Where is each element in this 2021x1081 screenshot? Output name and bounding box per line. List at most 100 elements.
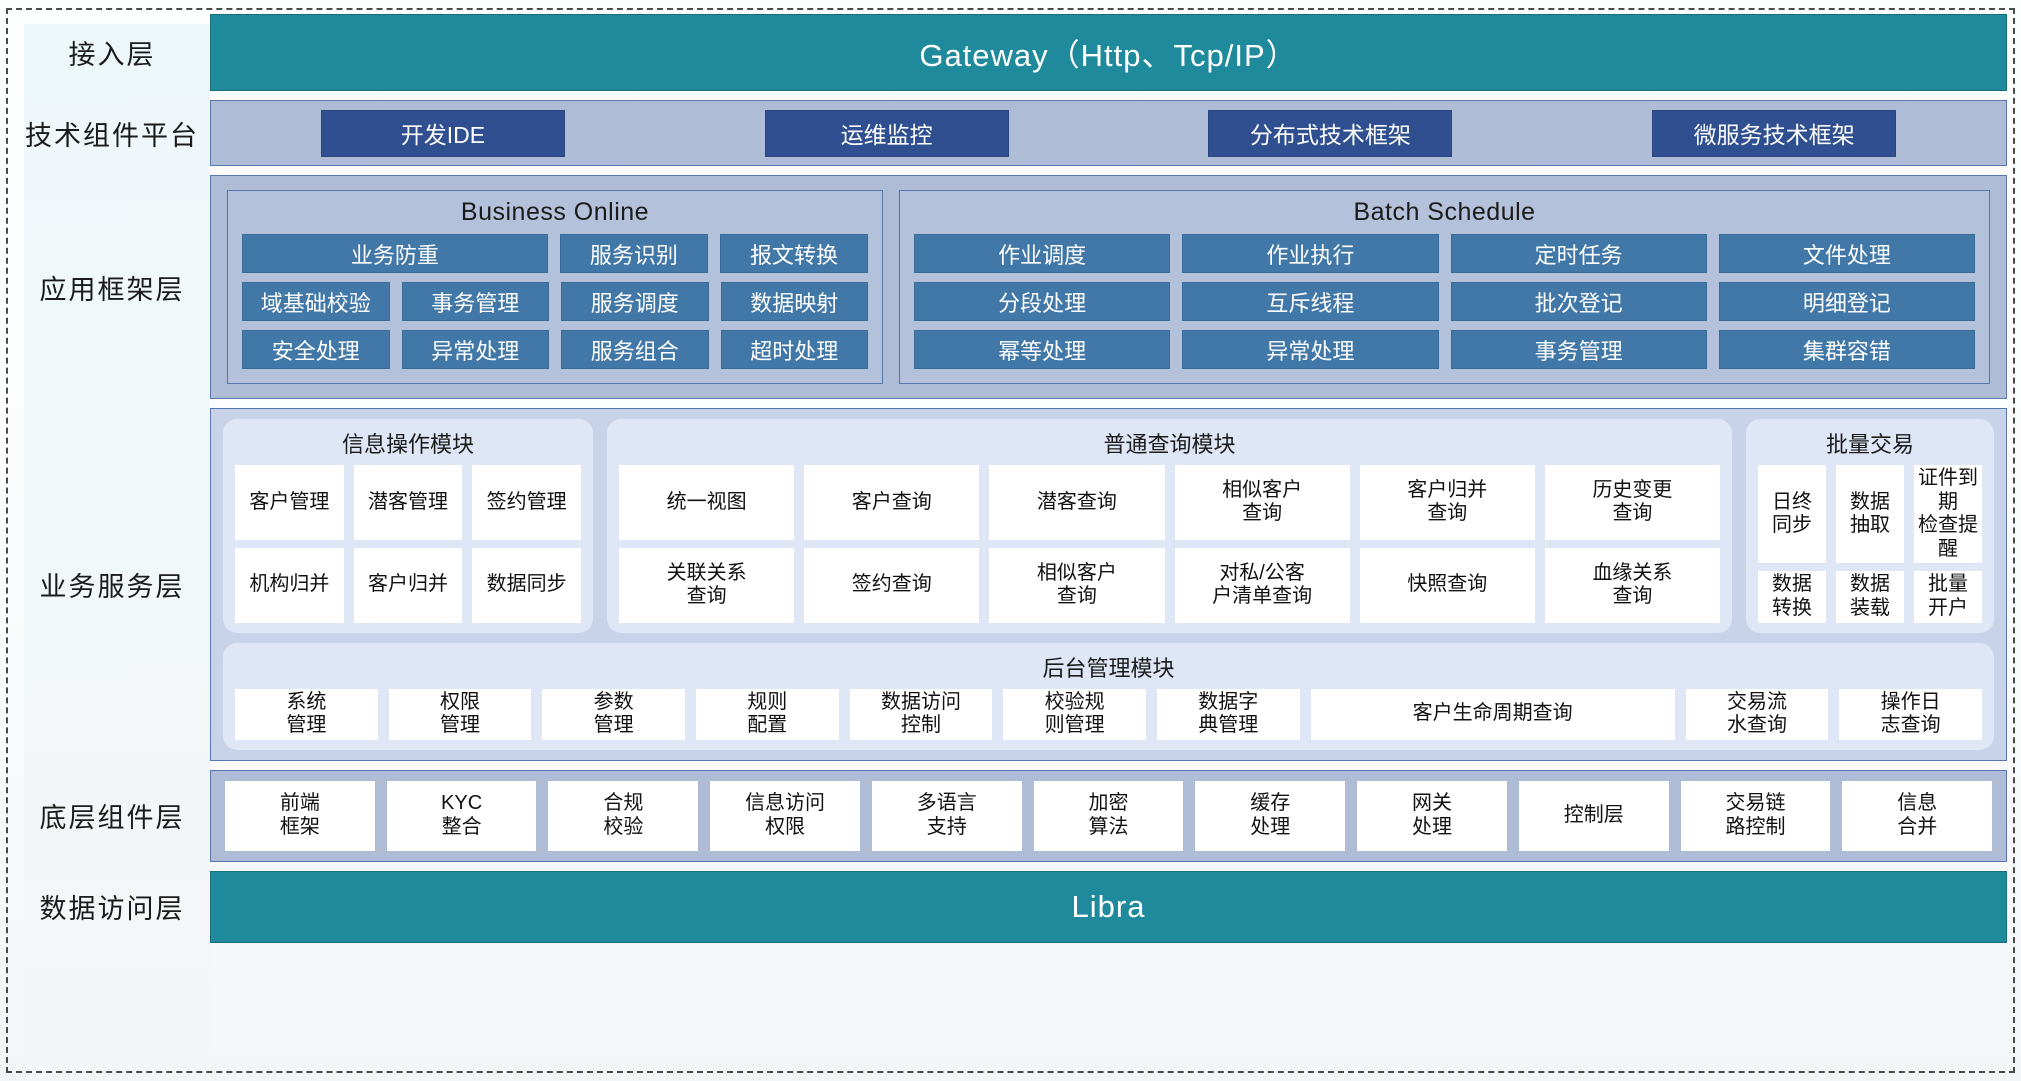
- module-title-info-operation: 信息操作模块: [341, 432, 474, 457]
- cell-customer-merge[interactable]: 客户归并: [353, 547, 463, 623]
- layer-body-business-service: 信息操作模块 客户管理 潜客管理 签约管理 机构归并: [210, 408, 2007, 761]
- backend-admin-grid: 系统管理 权限管理 参数管理 规则配置 数据访问控制 校验规则管理 数据字典管理…: [235, 688, 1982, 740]
- cell-timeout-processing[interactable]: 超时处理: [720, 330, 868, 369]
- cell-transaction-chain-control[interactable]: 交易链路控制: [1680, 780, 1831, 851]
- cell-service-composition[interactable]: 服务组合: [561, 330, 709, 369]
- cell-mutex-thread[interactable]: 互斥线程: [1182, 282, 1439, 321]
- cell-prospect-management[interactable]: 潜客管理: [353, 465, 463, 540]
- layer-rows: 接入层 Gateway（Http、Tcp/IP） 技术组件平台 开发IDE 运维…: [14, 14, 2007, 1067]
- cell-data-dictionary-management[interactable]: 数据字典管理: [1156, 688, 1300, 740]
- cell-segment-processing[interactable]: 分段处理: [914, 282, 1171, 321]
- cell-service-identify[interactable]: 服务识别: [559, 234, 708, 273]
- cell-job-execution[interactable]: 作业执行: [1182, 234, 1439, 273]
- cell-certificate-expiry-reminder[interactable]: 证件到期检查提醒: [1914, 465, 1982, 564]
- cell-transaction-journal-query[interactable]: 交易流水查询: [1685, 688, 1829, 740]
- cell-batch-transaction-management[interactable]: 事务管理: [1450, 330, 1707, 369]
- layer-row-business-service: 业务服务层 信息操作模块 客户管理 潜客管理: [14, 408, 2007, 761]
- layer-body-access: Gateway（Http、Tcp/IP）: [210, 14, 2007, 91]
- cell-contract-query[interactable]: 签约查询: [804, 547, 980, 623]
- cell-exception-processing[interactable]: 异常处理: [401, 330, 549, 369]
- tech-item-microservice-framework[interactable]: 微服务技术框架: [1652, 109, 1897, 157]
- cell-permission-management[interactable]: 权限管理: [388, 688, 532, 740]
- batch-schedule-row-2: 分段处理 互斥线程 批次登记 明细登记: [914, 282, 1975, 321]
- spacer: [14, 761, 2007, 770]
- tech-item-ide[interactable]: 开发IDE: [320, 109, 565, 157]
- layer-body-app-framework: Business Online 业务防重 服务识别 报文转换 域基础校验 事务管…: [210, 175, 2007, 399]
- cell-multilanguage-support[interactable]: 多语言支持: [871, 780, 1022, 851]
- gateway-bar[interactable]: Gateway（Http、Tcp/IP）: [210, 14, 2007, 91]
- cell-customer-management[interactable]: 客户管理: [235, 465, 344, 540]
- cell-security-processing[interactable]: 安全处理: [242, 330, 390, 369]
- spacer: [14, 399, 2007, 408]
- cell-data-sync[interactable]: 数据同步: [472, 547, 582, 623]
- cell-detail-registration[interactable]: 明细登记: [1718, 282, 1975, 321]
- cell-validation-rule-management[interactable]: 校验规则管理: [1003, 688, 1146, 740]
- cell-cluster-fault-tolerance[interactable]: 集群容错: [1718, 330, 1975, 369]
- layer-body-tech-platform: 开发IDE 运维监控 分布式技术框架 微服务技术框架: [210, 100, 2007, 166]
- cell-idempotent-processing[interactable]: 幂等处理: [914, 330, 1171, 369]
- batch-schedule-row-3: 幂等处理 异常处理 事务管理 集群容错: [914, 330, 1975, 369]
- cell-history-change-query[interactable]: 历史变更查询: [1544, 465, 1721, 540]
- cell-data-transform[interactable]: 数据转换: [1758, 571, 1826, 623]
- cell-data-load[interactable]: 数据装载: [1836, 571, 1904, 623]
- cell-data-extract[interactable]: 数据抽取: [1836, 465, 1904, 564]
- cell-operation-log-query[interactable]: 操作日志查询: [1839, 688, 1982, 740]
- cell-transaction-management[interactable]: 事务管理: [401, 282, 549, 321]
- layer-label-access: 接入层: [68, 40, 156, 70]
- spacer: [14, 91, 2007, 100]
- cell-job-scheduling[interactable]: 作业调度: [914, 234, 1171, 273]
- panel-title-business-online: Business Online: [460, 198, 650, 226]
- cell-prospect-query[interactable]: 潜客查询: [989, 465, 1165, 540]
- layer-body-data-access: Libra: [210, 870, 2007, 943]
- cell-cache-processing[interactable]: 缓存处理: [1195, 780, 1346, 851]
- cell-gateway-processing[interactable]: 网关处理: [1357, 780, 1507, 851]
- cell-similar-customer-query-1[interactable]: 相似客户查询: [1174, 465, 1350, 540]
- batch-schedule-row-1: 作业调度 作业执行 定时任务 文件处理: [914, 234, 1975, 273]
- cell-rule-configuration[interactable]: 规则配置: [695, 688, 839, 740]
- cell-control-layer[interactable]: 控制层: [1518, 780, 1669, 851]
- cell-customer-merge-query[interactable]: 客户归并查询: [1359, 465, 1535, 540]
- cell-lineage-relationship-query[interactable]: 血缘关系查询: [1544, 547, 1721, 623]
- cell-frontend-framework[interactable]: 前端框架: [225, 780, 375, 851]
- cell-data-mapping[interactable]: 数据映射: [720, 282, 868, 321]
- cell-similar-customer-query-2[interactable]: 相似客户查询: [989, 547, 1165, 623]
- cell-service-scheduling[interactable]: 服务调度: [561, 282, 709, 321]
- cell-org-merge[interactable]: 机构归并: [235, 547, 344, 623]
- module-common-query: 普通查询模块 统一视图 客户查询 潜客查询 相似客户查询 客户归并查询 历史变更…: [607, 419, 1732, 633]
- cell-customer-lifecycle-query[interactable]: 客户生命周期查询: [1310, 688, 1675, 740]
- cell-domain-base-validation[interactable]: 域基础校验: [242, 282, 390, 321]
- cell-eod-sync[interactable]: 日终同步: [1758, 465, 1826, 564]
- libra-bar[interactable]: Libra: [210, 870, 2007, 943]
- cell-business-dedup[interactable]: 业务防重: [242, 234, 548, 273]
- cell-relationship-query[interactable]: 关联关系查询: [619, 547, 795, 623]
- layer-row-access: 接入层 Gateway（Http、Tcp/IP）: [14, 14, 2007, 91]
- cell-info-merge[interactable]: 信息合并: [1842, 780, 1993, 851]
- cell-batch-registration[interactable]: 批次登记: [1450, 282, 1707, 321]
- cell-snapshot-query[interactable]: 快照查询: [1359, 547, 1535, 623]
- cell-unified-view[interactable]: 统一视图: [619, 465, 795, 540]
- cell-system-management[interactable]: 系统管理: [235, 688, 378, 740]
- cell-batch-account-opening[interactable]: 批量开户: [1914, 571, 1982, 623]
- panel-batch-schedule: Batch Schedule 作业调度 作业执行 定时任务 文件处理 分段处理: [899, 190, 1990, 384]
- cell-batch-exception-processing[interactable]: 异常处理: [1182, 330, 1439, 369]
- cell-parameter-management[interactable]: 参数管理: [542, 688, 685, 740]
- module-title-backend-admin: 后台管理模块: [1042, 655, 1175, 681]
- cell-compliance-validation[interactable]: 合规校验: [548, 780, 699, 851]
- cell-data-access-control[interactable]: 数据访问控制: [849, 688, 993, 740]
- cell-file-processing[interactable]: 文件处理: [1718, 234, 1975, 273]
- cell-contract-management[interactable]: 签约管理: [472, 465, 582, 540]
- tech-item-distributed-framework[interactable]: 分布式技术框架: [1208, 109, 1453, 157]
- tech-item-ops-monitoring[interactable]: 运维监控: [764, 109, 1009, 157]
- cell-retail-corporate-list-query[interactable]: 对私/公客户清单查询: [1174, 547, 1350, 623]
- cell-message-transform[interactable]: 报文转换: [719, 234, 868, 273]
- cell-info-access-permission[interactable]: 信息访问权限: [710, 780, 860, 851]
- business-service-modules-row: 信息操作模块 客户管理 潜客管理 签约管理 机构归并: [223, 419, 1994, 633]
- cell-scheduled-task[interactable]: 定时任务: [1450, 234, 1707, 273]
- info-operation-row-1: 客户管理 潜客管理 签约管理: [235, 465, 582, 540]
- cell-customer-query[interactable]: 客户查询: [804, 465, 980, 540]
- cell-encryption-algorithm[interactable]: 加密算法: [1033, 780, 1184, 851]
- layer-row-app-framework: 应用框架层 Business Online 业务防重 服务识别 报文转换: [14, 175, 2007, 399]
